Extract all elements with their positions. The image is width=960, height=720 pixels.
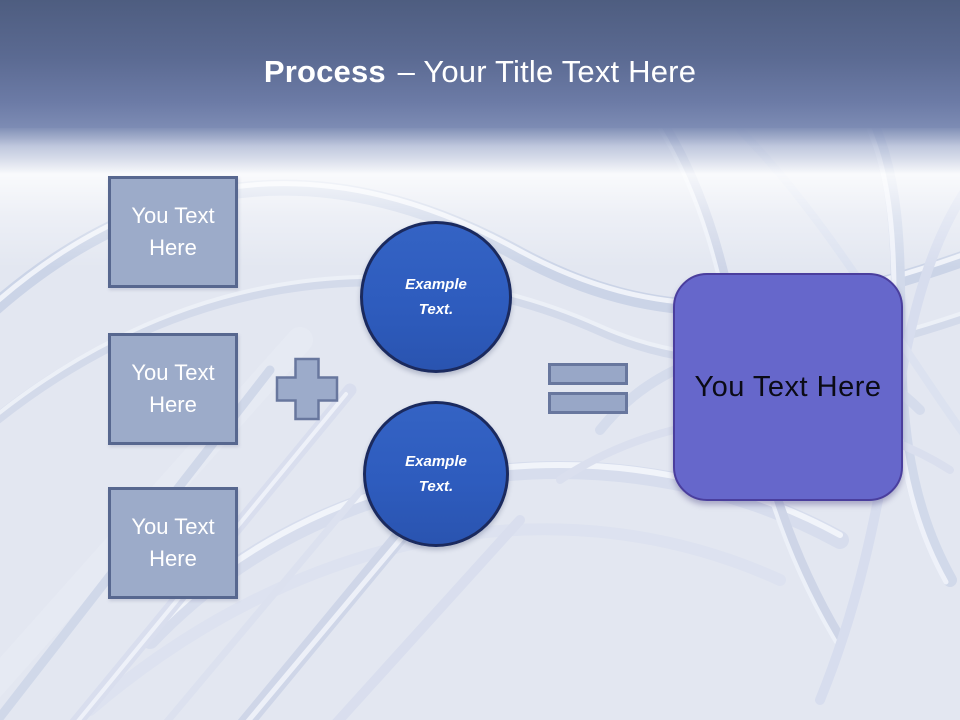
result-box[interactable]: You Text Here	[673, 273, 903, 501]
example-circle-1[interactable]: Example Text.	[360, 221, 512, 373]
example-circle-2[interactable]: Example Text.	[363, 401, 509, 547]
title-bar: Process – Your Title Text Here	[0, 0, 960, 128]
equals-icon	[548, 392, 628, 414]
example-circle-2-label: Example Text.	[405, 452, 467, 496]
input-box-3[interactable]: You Text Here	[108, 487, 238, 599]
slide-title-text: – Your Title Text Here	[397, 54, 697, 89]
equals-icon	[548, 363, 628, 385]
slide-title-keyword: Process	[263, 54, 386, 89]
slide-title[interactable]: Process – Your Title Text Here	[0, 0, 960, 87]
input-box-3-label: You Text Here	[131, 514, 215, 571]
plus-icon	[275, 357, 339, 421]
result-box-label: You Text Here	[694, 370, 882, 403]
input-box-2-label: You Text Here	[131, 360, 215, 417]
example-circle-1-label: Example Text.	[405, 275, 467, 319]
input-box-1[interactable]: You Text Here	[108, 176, 238, 288]
input-box-1-label: You Text Here	[131, 203, 215, 260]
input-box-2[interactable]: You Text Here	[108, 333, 238, 445]
